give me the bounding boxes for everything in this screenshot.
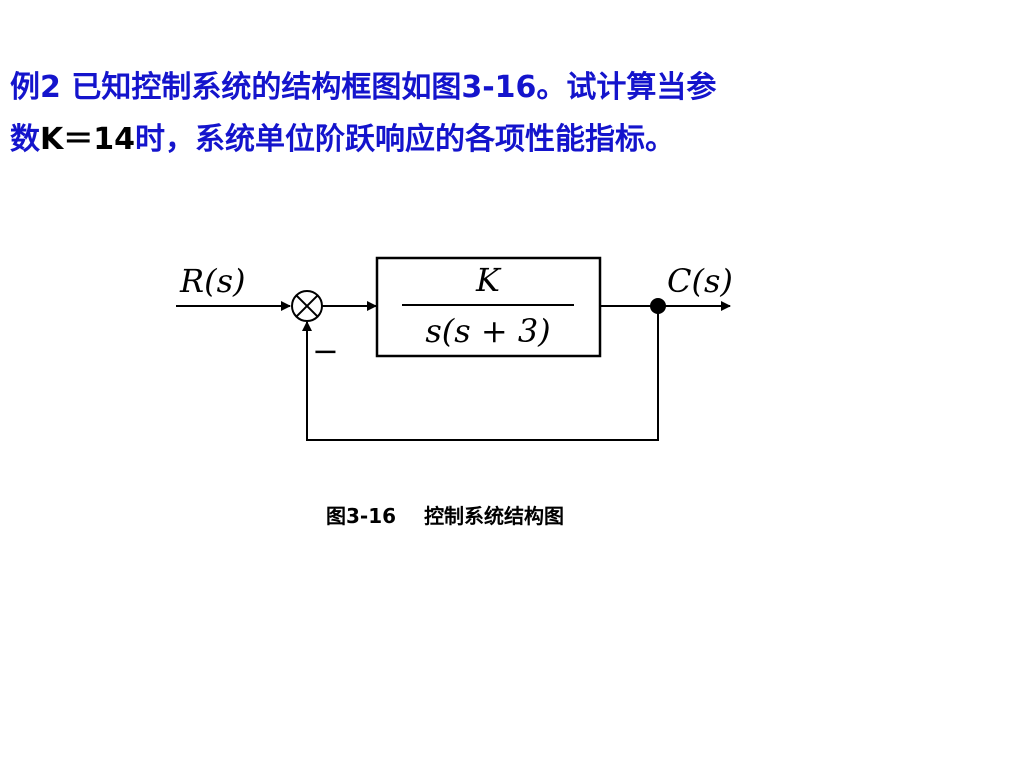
figure-caption: 图3-16 控制系统结构图 [326,500,564,529]
figure-title: 控制系统结构图 [424,504,565,528]
feedback-minus-sign: − [312,332,339,370]
parameter-k-value: K＝14 [40,122,135,157]
transfer-function-block [375,256,602,358]
problem-line-2-suffix: 时，系统单位阶跃响应的各项性能指标。 [135,122,675,157]
problem-line-2: 数K＝14时，系统单位阶跃响应的各项性能指标。 [10,114,1010,166]
output-label: C(s) [667,262,733,300]
problem-line-1: 例2 已知控制系统的结构框图如图3-16。试计算当参 [10,70,717,105]
problem-line-2-prefix: 数 [10,122,40,157]
feedback-path [302,306,659,441]
summing-junction [291,290,323,322]
figure-number: 图3-16 [326,504,397,528]
block-numerator: K [475,261,502,299]
input-label: R(s) [179,262,245,300]
block-denominator: s(s + 3) [425,312,550,350]
problem-statement: 例2 已知控制系统的结构框图如图3-16。试计算当参 数K＝14时，系统单位阶跃… [10,62,1010,166]
